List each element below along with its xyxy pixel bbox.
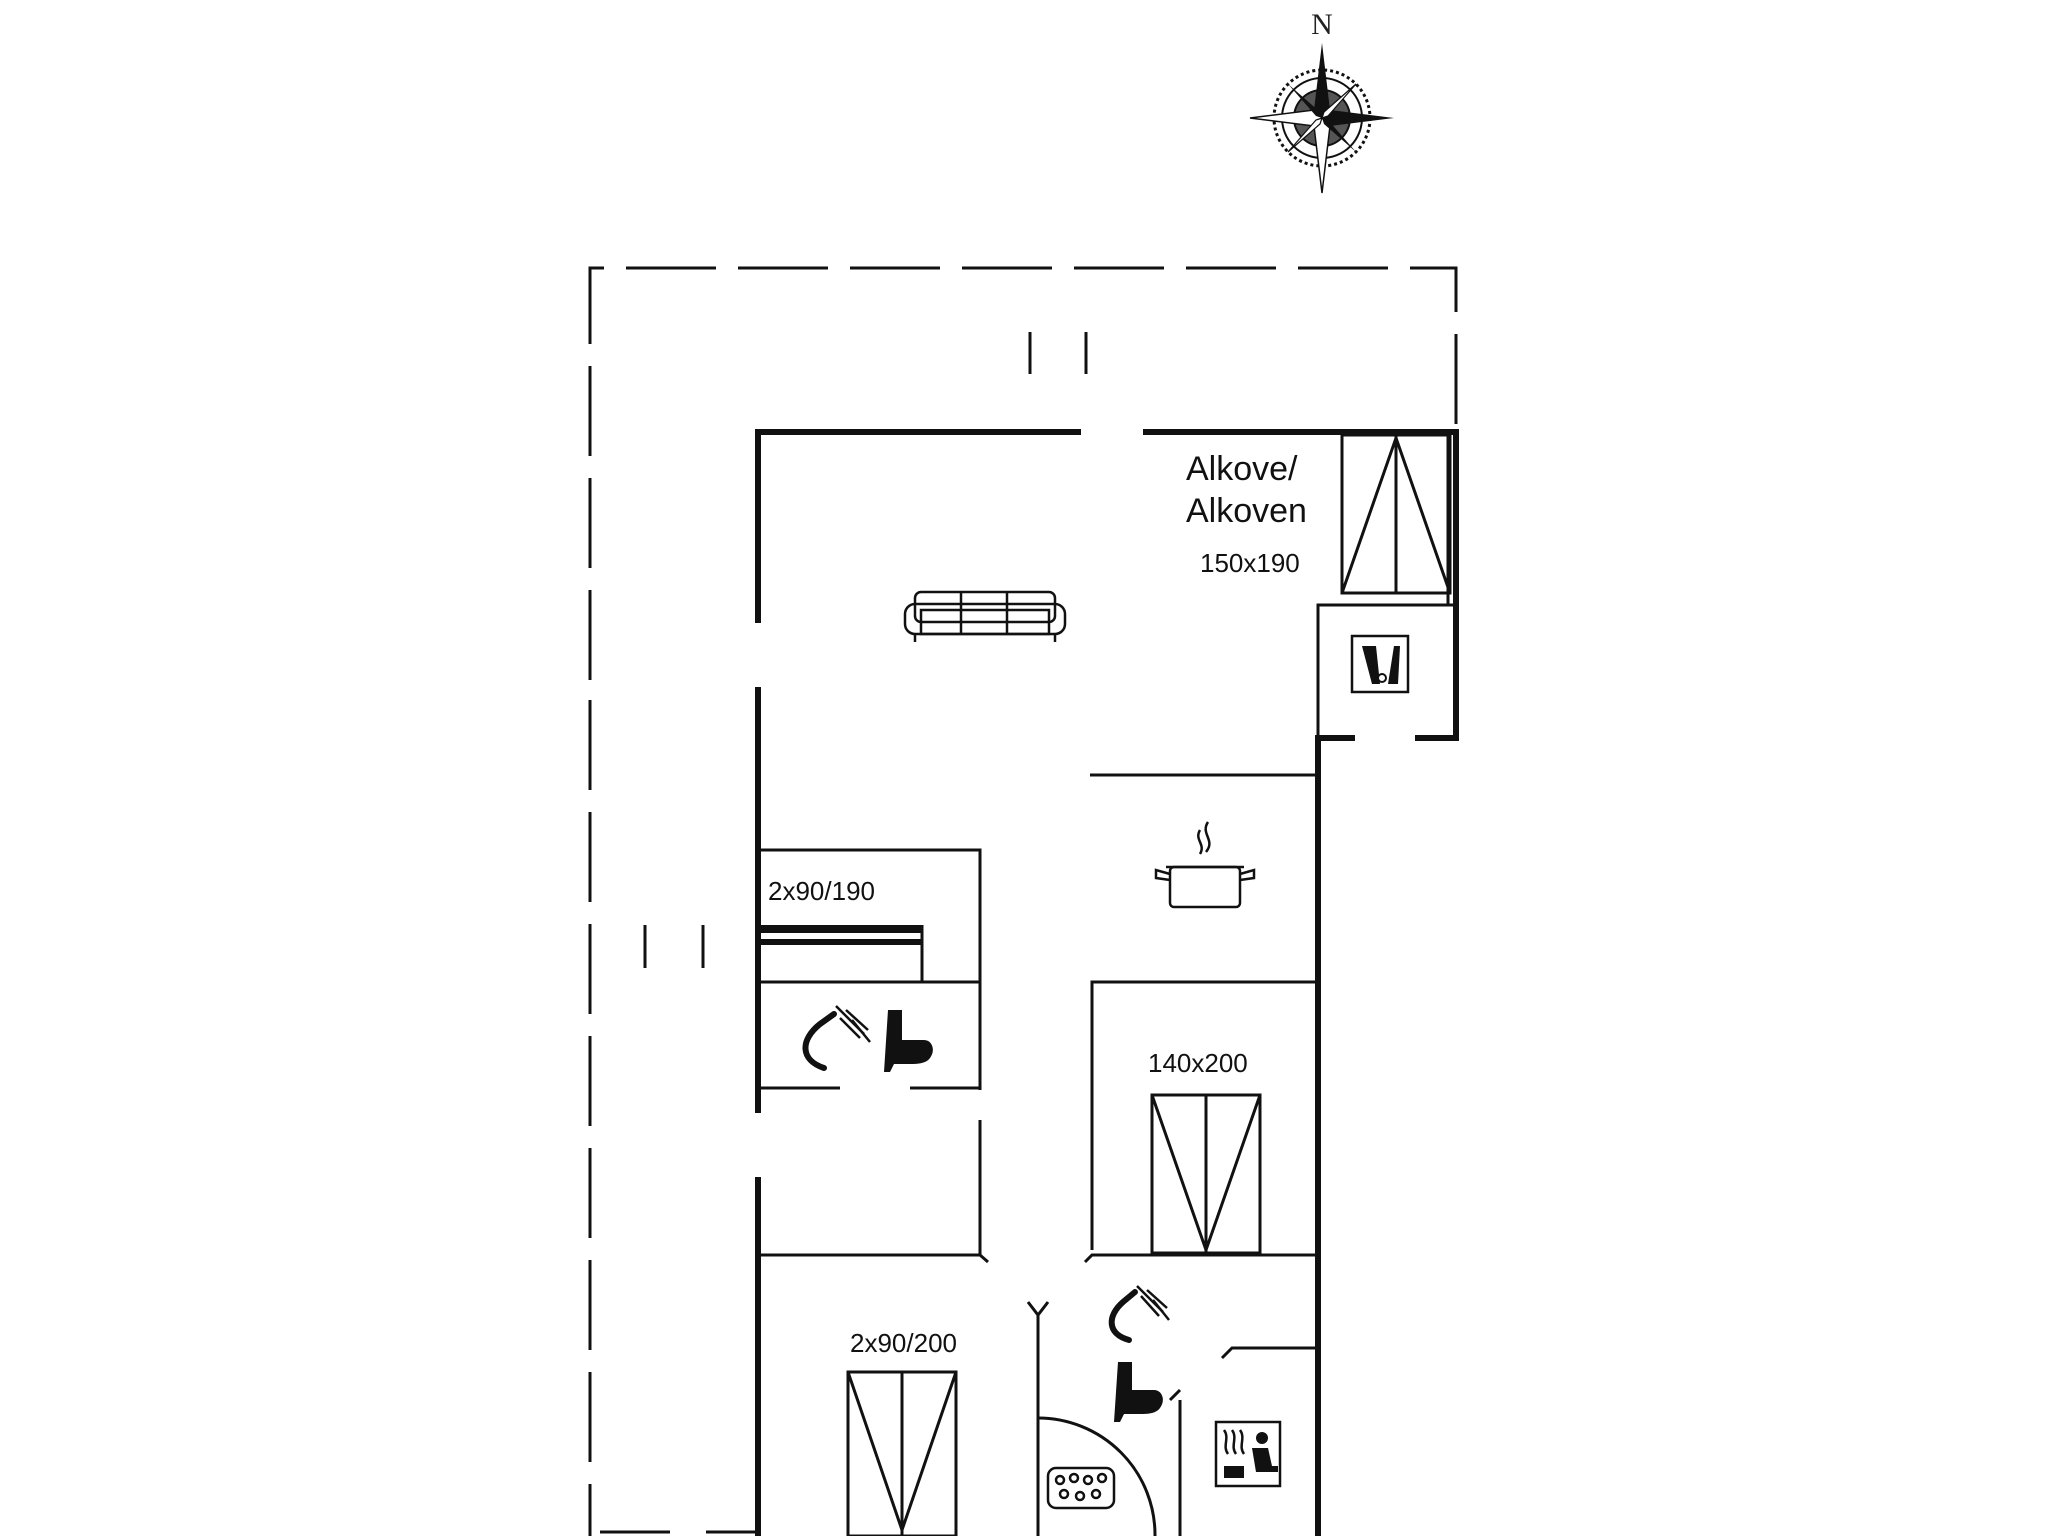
sofa-icon <box>903 590 1067 642</box>
bottom-bed <box>846 1370 958 1536</box>
right-bed-size: 140x200 <box>1148 1048 1248 1078</box>
left-bed <box>760 925 924 982</box>
alcove-label-line2: Alkoven <box>1186 492 1307 530</box>
walls <box>755 429 1459 1536</box>
compass-rose-icon: N <box>1249 8 1394 194</box>
terrace-outline <box>588 266 1458 1536</box>
right-bed <box>1150 1093 1262 1255</box>
cooking-pot-icon <box>1154 821 1256 909</box>
bottom-bed-size: 2x90/200 <box>850 1328 957 1358</box>
toilet-icon <box>1114 1362 1163 1422</box>
left-bed-size: 2x90/190 <box>768 876 875 906</box>
washing-machine-icon <box>1350 634 1410 694</box>
alcove-bed-size: 150x190 <box>1200 548 1300 578</box>
north-label: N <box>1311 8 1333 41</box>
alcove-bed <box>1340 433 1452 595</box>
alcove-label-line1: Alkove/ <box>1186 450 1298 488</box>
whirlpool-icon <box>1037 1416 1157 1536</box>
shower-icon <box>1108 1285 1170 1343</box>
toilet-icon <box>884 1010 933 1072</box>
shower-icon <box>802 1005 871 1071</box>
sauna-icon <box>1214 1420 1282 1488</box>
